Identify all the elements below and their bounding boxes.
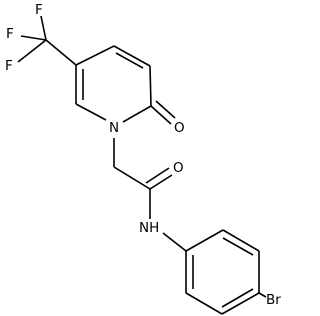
aryl-bond-4-inner <box>221 288 254 308</box>
bond-c-o-amide-a <box>149 174 173 190</box>
ring-bond-c3-c2 <box>149 65 152 107</box>
bromophenyl-ring <box>185 229 267 315</box>
atom-label-f-top: F <box>35 2 43 18</box>
bond-c2-o-b <box>155 100 176 119</box>
bond-ch2-c-amide <box>113 166 151 190</box>
atom-label-ring-o: O <box>174 120 185 136</box>
aryl-bond-2 <box>222 229 260 252</box>
ring-bond-c2-n1 <box>122 105 152 123</box>
atom-label-amide-nh: NH <box>139 220 159 236</box>
atom-label-f-left-upper: F <box>6 26 14 42</box>
atom-label-ring-n: N <box>109 120 119 136</box>
pyridinone-ring <box>75 45 152 123</box>
bond-cf3-ring <box>45 39 77 66</box>
bond-c2-o-a <box>150 105 172 125</box>
bond-nh-aryl <box>162 232 187 252</box>
aryl-bond-5 <box>185 292 223 315</box>
bond-c-f-left-upper <box>20 35 47 41</box>
bond-c-f-left-lower <box>17 39 47 63</box>
aryl-bond-1 <box>185 229 224 252</box>
bond-aryl-br <box>258 292 267 298</box>
atom-label-amide-o: O <box>173 160 184 176</box>
ring-bond-n1-c6 <box>75 103 107 121</box>
atom-labels: F F F N O O NH Br <box>5 2 281 308</box>
bond-c-o-amide-b <box>145 167 170 184</box>
ring-bond-c5-c4 <box>75 45 115 66</box>
trifluoromethyl-group <box>17 15 77 66</box>
acetamide-linker <box>113 138 187 252</box>
chemical-structure-diagram: F F F N O O NH Br <box>5 2 281 315</box>
aryl-bond-2-inner <box>222 237 254 256</box>
bond-c-f-top <box>40 15 47 41</box>
ring-bond-c4-c3-inner <box>115 52 144 69</box>
aryl-bond-4 <box>221 292 260 315</box>
atom-label-f-left-lower: F <box>5 58 13 74</box>
ring-bond-c4-c3 <box>113 45 151 67</box>
ring-carbonyl <box>150 100 176 125</box>
atom-label-br: Br <box>266 292 281 308</box>
